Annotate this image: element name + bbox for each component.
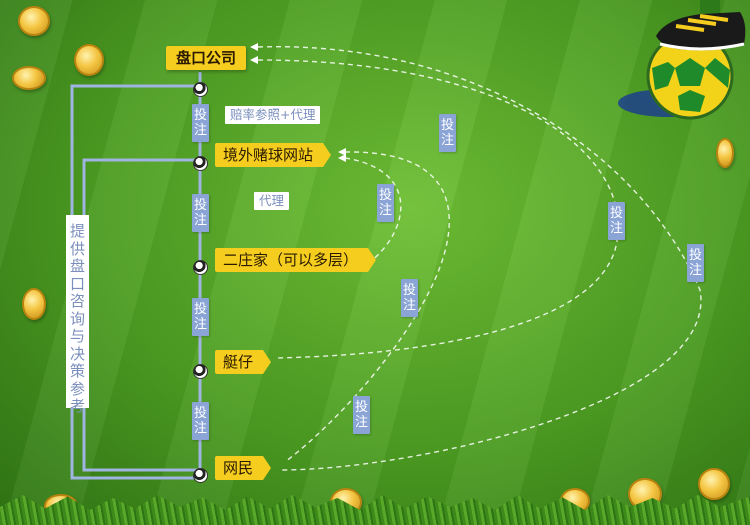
cleat-icon: [656, 0, 746, 51]
label-odds-ref-agent: 赔率参照+代理: [225, 106, 321, 124]
football-icon: [193, 468, 208, 483]
bet-tag: 投注: [192, 298, 209, 336]
football-icon: [193, 82, 208, 97]
bet-tag: 投注: [192, 194, 209, 232]
coin-icon: [12, 66, 46, 90]
coin-icon: [22, 288, 46, 320]
node-company: 盘口公司: [166, 46, 247, 70]
football-icon: [193, 364, 208, 379]
football-icon: [193, 260, 208, 275]
node-dealer2: 二庄家（可以多层）: [215, 248, 376, 272]
football-icon: [646, 32, 734, 120]
label-agent: 代理: [254, 192, 290, 210]
coin-icon: [74, 44, 104, 76]
coin-icon: [18, 6, 50, 36]
arrowheads: [250, 43, 346, 162]
node-boat: 艇仔: [215, 350, 271, 374]
bet-tag: 投注: [401, 279, 418, 317]
bet-tag: 投注: [192, 104, 209, 142]
bet-tag: 投注: [353, 396, 370, 434]
football-icon: [193, 156, 208, 171]
bet-tag: 投注: [687, 244, 704, 282]
side-label: 提供盘口咨询与决策参考: [66, 215, 89, 415]
node-offshore: 境外赌球网站: [215, 143, 331, 167]
coin-icon: [716, 138, 734, 168]
bet-tag: 投注: [608, 202, 625, 240]
bet-tag: 投注: [377, 184, 394, 222]
bet-curves: [257, 46, 702, 471]
bet-tag: 投注: [192, 402, 209, 440]
bet-tag: 投注: [439, 114, 456, 152]
bracket-lines: [70, 84, 200, 480]
node-netizen: 网民: [215, 456, 271, 480]
coin-icon: [698, 468, 730, 500]
